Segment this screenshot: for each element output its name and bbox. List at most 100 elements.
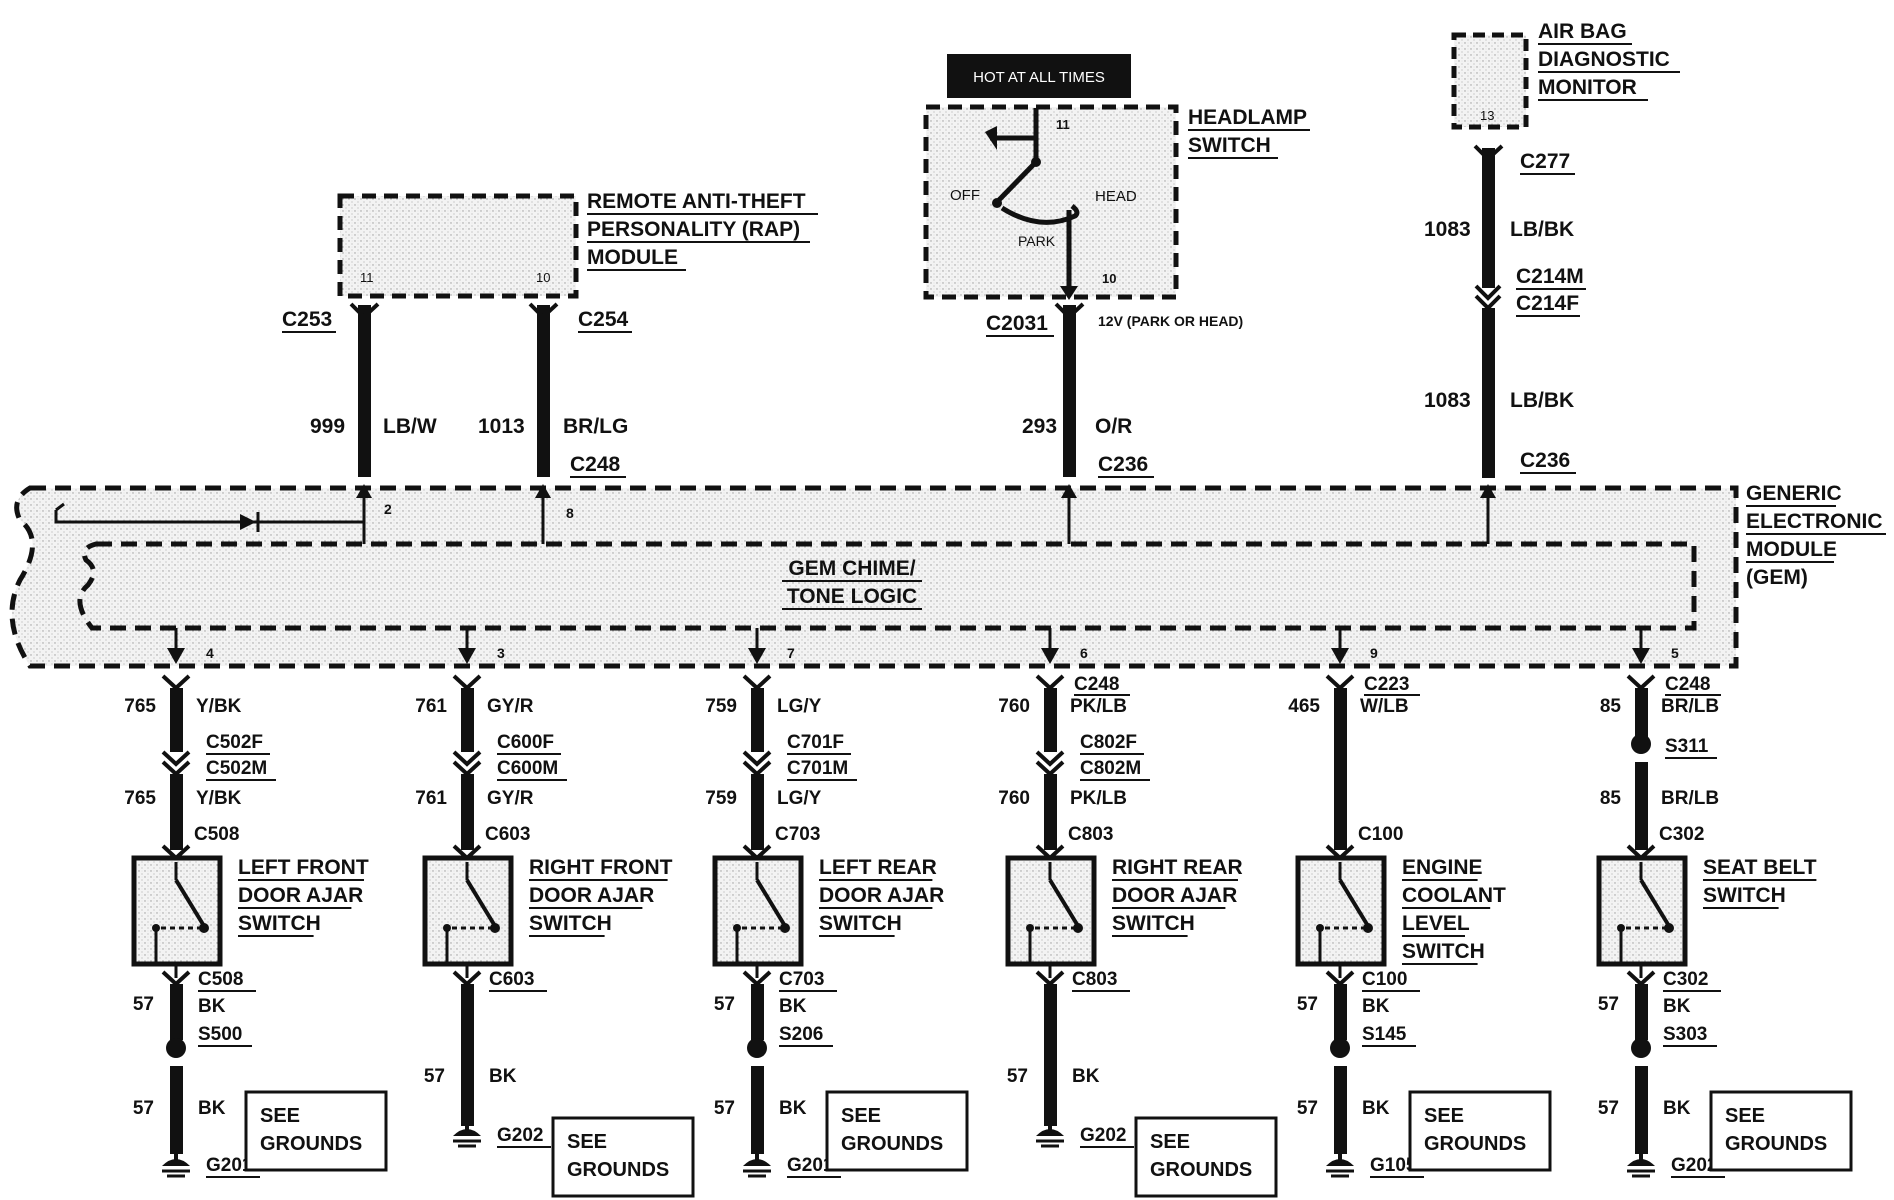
airbag-circuit-1: 1083 xyxy=(1424,218,1471,241)
headlamp-wire xyxy=(1054,302,1085,477)
ground-color2-2: BK xyxy=(779,1098,807,1119)
circuit-upper-4: 465 xyxy=(1288,696,1320,717)
circuit-upper-5: 85 xyxy=(1600,696,1622,717)
headlamp-title-1: HEADLAMP xyxy=(1188,106,1307,129)
headlamp-off-label: OFF xyxy=(950,187,980,204)
gem-title-1: GENERIC xyxy=(1746,482,1842,505)
inline-m-2: C701M xyxy=(787,758,848,779)
gem-pin-0: 4 xyxy=(206,645,214,661)
ground-color-4: BK xyxy=(1362,996,1390,1017)
grounds-label-5: GROUNDS xyxy=(1725,1133,1827,1155)
switch-title-4-3: SWITCH xyxy=(1402,940,1485,963)
grounds-label-1: GROUNDS xyxy=(567,1159,669,1181)
ground-symbol xyxy=(1036,1129,1064,1136)
switch-contact xyxy=(1073,923,1083,933)
switch-contact xyxy=(1664,923,1674,933)
ground-color2-1: BK xyxy=(489,1066,517,1087)
rap-color-left: LB/W xyxy=(383,415,437,438)
see-label-3: SEE xyxy=(1150,1131,1190,1153)
ground-color2-0: BK xyxy=(198,1098,226,1119)
rap-conn-right: C254 xyxy=(578,308,629,331)
wire-segment xyxy=(1044,688,1057,752)
color-lower-3: PK/LB xyxy=(1070,788,1127,809)
switch-conn-bot-2: C703 xyxy=(779,969,824,990)
switch-contact xyxy=(490,923,500,933)
airbag-title-3: MONITOR xyxy=(1538,76,1637,99)
splice-dot xyxy=(747,1038,767,1058)
color-upper-3: PK/LB xyxy=(1070,696,1127,717)
switch-lever xyxy=(1338,878,1370,928)
wire-segment xyxy=(751,984,764,1040)
switch-conn-bot-3: C803 xyxy=(1072,969,1117,990)
switch-conn-top-0: C508 xyxy=(194,824,239,845)
headlamp-title-2: SWITCH xyxy=(1188,134,1271,157)
ground-circ2-3: 57 xyxy=(1007,1066,1028,1087)
airbag-title-2: DIAGNOSTIC xyxy=(1538,48,1670,71)
switch-contact xyxy=(1316,924,1324,932)
wire-segment xyxy=(1044,774,1057,850)
splice-dot xyxy=(1631,734,1651,754)
inline-f-1: C600F xyxy=(497,732,554,753)
splice-2: S206 xyxy=(779,1024,823,1045)
wire-segment xyxy=(751,688,764,752)
connector-symbol xyxy=(452,674,482,691)
switch-contact xyxy=(780,923,790,933)
color-lower-0: Y/BK xyxy=(196,788,242,809)
rap-title-1: REMOTE ANTI-THEFT xyxy=(587,190,806,213)
gem-output-arrow xyxy=(458,648,476,664)
headlamp-pin-top: 11 xyxy=(1056,117,1070,132)
switch-title-4-1: COOLANT xyxy=(1402,884,1506,907)
connector-symbol xyxy=(161,750,191,767)
gem-internal-wiring xyxy=(54,492,1490,544)
ground-5: G202 xyxy=(1671,1155,1717,1176)
rap-circ-right: 1013 xyxy=(478,415,525,438)
rap-conn-left: C253 xyxy=(282,308,332,331)
wire-segment xyxy=(1635,984,1648,1040)
see-label-4: SEE xyxy=(1424,1105,1464,1127)
ground-circ2-5: 57 xyxy=(1598,1098,1619,1119)
rap-pin-right: 10 xyxy=(536,270,550,285)
headlamp-head-label: HEAD xyxy=(1095,188,1137,205)
wire-segment xyxy=(170,688,183,752)
switch-conn-bot-0: C508 xyxy=(198,969,243,990)
gem-title-4: (GEM) xyxy=(1746,566,1808,589)
splice-dot xyxy=(1330,1038,1350,1058)
ground-symbol xyxy=(1627,1159,1655,1166)
headlamp-voltage: 12V (PARK OR HEAD) xyxy=(1098,313,1243,329)
ground-symbol xyxy=(453,1129,481,1136)
switch-title-5-0: SEAT BELT xyxy=(1703,856,1817,879)
wire-segment xyxy=(461,688,474,752)
airbag-inline-m: C214M xyxy=(1516,265,1584,288)
switch-title-2-0: LEFT REAR xyxy=(819,856,937,879)
wire-segment xyxy=(1044,984,1057,1126)
conn-top-4: C223 xyxy=(1364,674,1409,695)
switch-title-0-1: DOOR AJAR xyxy=(238,884,363,907)
hot-at-all-times-banner xyxy=(947,54,1131,98)
switch-contact xyxy=(1363,923,1373,933)
rap-pin-left: 11 xyxy=(360,270,374,285)
switch-title-0-2: SWITCH xyxy=(238,912,321,935)
color-lower-2: LG/Y xyxy=(777,788,822,809)
connector-symbol xyxy=(452,750,482,767)
switch-lever xyxy=(465,878,497,928)
rap-gem-pin-left: 2 xyxy=(384,501,392,517)
gem-pin-2: 7 xyxy=(787,645,795,661)
circuit-upper-3: 760 xyxy=(998,696,1030,717)
connector-symbol xyxy=(1035,750,1065,767)
gem-title-2: ELECTRONIC xyxy=(1746,510,1883,533)
circuit-upper-2: 759 xyxy=(705,696,737,717)
airbag-gem-connector: C236 xyxy=(1520,449,1570,472)
headlamp-switch-contacts xyxy=(990,108,1080,290)
gem-pin-5: 5 xyxy=(1671,645,1679,661)
ground-circ-0: 57 xyxy=(133,994,154,1015)
circuit-upper-0: 765 xyxy=(124,696,156,717)
wire-segment xyxy=(1635,762,1648,850)
gem-logic-1: GEM CHIME/ xyxy=(788,557,915,580)
gem-pin-4: 9 xyxy=(1370,645,1378,661)
color-upper-4: W/LB xyxy=(1360,696,1409,717)
ground-color2-3: BK xyxy=(1072,1066,1100,1087)
ground-symbol xyxy=(1326,1159,1354,1166)
hot-label: HOT AT ALL TIMES xyxy=(973,69,1105,86)
